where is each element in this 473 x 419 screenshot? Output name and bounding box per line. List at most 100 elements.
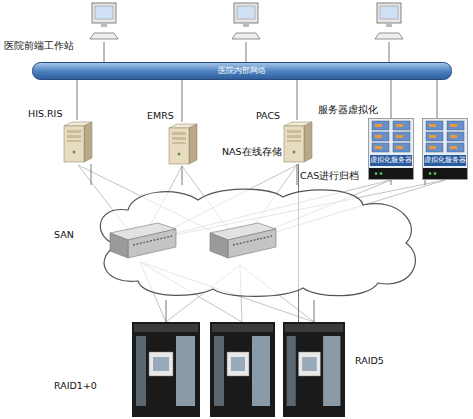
node-shape	[132, 322, 200, 417]
monitor	[92, 3, 116, 23]
rack-frame	[283, 322, 345, 417]
node-label: SAN	[54, 229, 74, 241]
vm-icon	[393, 121, 410, 130]
drive-slot	[67, 140, 81, 142]
rack-frame	[210, 322, 275, 417]
drive-column	[176, 336, 195, 406]
vm-icon-light	[396, 146, 403, 149]
workstation-icon	[90, 3, 118, 39]
power-light	[73, 151, 76, 154]
server-body	[369, 119, 414, 180]
status-light	[429, 172, 432, 175]
node-shape	[165, 122, 199, 166]
tower-node: PACS	[280, 120, 314, 164]
drive-slot	[287, 140, 301, 142]
vm-icon	[426, 121, 443, 130]
annotation: 医院前端工作站	[4, 40, 74, 52]
rack-node: RAID1+0	[132, 322, 200, 417]
vm-icon	[447, 121, 464, 130]
connector-line	[314, 300, 315, 322]
vm-icon	[393, 132, 410, 141]
connector-line	[77, 80, 78, 120]
vm-icon-light	[429, 146, 436, 149]
switch-side	[110, 233, 128, 258]
connector-line	[391, 180, 392, 185]
vm-icon-light	[429, 124, 436, 127]
cloud-node: SAN	[88, 185, 428, 300]
connector-line	[166, 300, 167, 322]
server-base	[369, 168, 413, 179]
rack-top	[285, 324, 343, 332]
connector-line	[182, 166, 183, 185]
node-label: RAID5	[355, 355, 384, 367]
tower-front	[64, 126, 84, 162]
controller-panel	[231, 357, 245, 371]
vm-icon-light	[375, 135, 382, 138]
stand	[386, 23, 392, 27]
server-base	[423, 168, 467, 179]
drive-column	[136, 336, 146, 406]
san-cloud	[100, 189, 415, 296]
tower-side	[304, 122, 312, 162]
server-tag: 虚拟化服务器	[424, 155, 466, 166]
san-wires	[78, 165, 445, 322]
vm-icon	[426, 132, 443, 141]
san-switch	[110, 223, 176, 258]
stand	[243, 23, 249, 27]
vm-icon-light	[450, 124, 457, 127]
vm-icon	[372, 143, 389, 152]
vm-icon-light	[375, 146, 382, 149]
tower-node: EMRS	[165, 122, 199, 166]
drive-slot	[67, 130, 81, 133]
node-label: 服务器虚拟化	[318, 104, 378, 116]
screen	[95, 6, 113, 19]
drive-slot	[287, 130, 301, 133]
annotation: NAS在线存储	[222, 146, 282, 158]
annotation: CAS进行归档	[300, 170, 359, 182]
screen	[237, 6, 255, 19]
status-light	[375, 172, 378, 175]
vm-icon	[372, 132, 389, 141]
wire	[389, 42, 390, 62]
wire	[104, 42, 105, 62]
storage-rack	[210, 322, 275, 417]
switch-front	[128, 229, 176, 258]
server-tag: 虚拟化服务器	[370, 155, 412, 166]
connector-line	[182, 80, 183, 122]
connector-line	[91, 164, 92, 185]
server-body	[423, 119, 468, 180]
keyboard	[90, 33, 118, 39]
tower-front	[284, 126, 304, 162]
stand	[101, 23, 107, 27]
controller-panel	[302, 357, 317, 371]
connector-line	[391, 80, 392, 118]
rack-top	[212, 324, 273, 332]
vm-icon	[372, 121, 389, 130]
drive-column	[323, 336, 340, 406]
node-label: PACS	[256, 110, 280, 122]
controller	[149, 352, 173, 376]
drive-slot	[172, 142, 186, 144]
node-shape	[368, 118, 414, 180]
san-switch	[210, 223, 276, 258]
workstation-icon	[232, 3, 260, 39]
tower-side	[189, 124, 197, 164]
drive-column	[252, 336, 270, 406]
rack-top	[134, 324, 198, 332]
vm-icon	[426, 143, 443, 152]
status-light	[380, 172, 383, 175]
connector-line	[297, 80, 298, 120]
tower-node: HIS.RIS	[60, 120, 94, 164]
tower-front	[169, 128, 189, 164]
rack-node: RAID5	[283, 322, 345, 417]
vm-icon	[393, 143, 410, 152]
switch-ports	[233, 236, 272, 245]
vm-icon-light	[429, 135, 436, 138]
virt-node: 虚拟化服务器	[422, 118, 468, 180]
drive-column	[214, 336, 224, 406]
vm-icon-light	[396, 135, 403, 138]
node-shape	[283, 322, 345, 417]
switch-ports	[133, 236, 172, 245]
connector-line	[297, 164, 298, 185]
monitor	[377, 3, 401, 23]
